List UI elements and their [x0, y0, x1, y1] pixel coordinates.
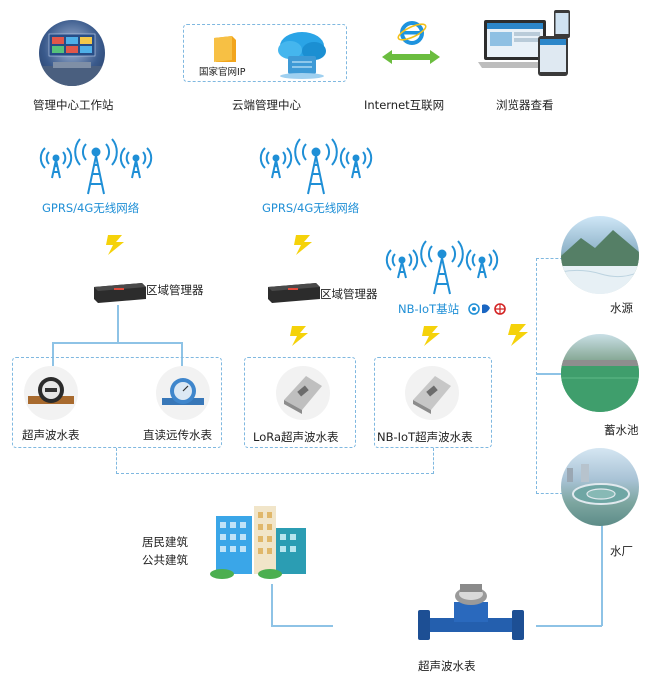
- building-connector-h: [271, 625, 333, 627]
- public-building-label: 公共建筑: [142, 553, 188, 567]
- workstation-image: [39, 20, 105, 86]
- meter-connector-h: [536, 625, 602, 627]
- nbiot-meter-icon: [413, 376, 451, 414]
- region-manager-mid-label: 区域管理器: [320, 287, 378, 301]
- direct-read-meter-icon: [162, 378, 204, 405]
- reservoir-icon: [561, 360, 639, 412]
- browser-devices-icon: [478, 10, 570, 76]
- lora-meter-image: [276, 366, 330, 420]
- nbiot-meter-label: NB-IoT超声波水表: [377, 430, 473, 444]
- water-plant-image: [561, 448, 639, 526]
- national-ip-icon: [214, 36, 236, 62]
- lightning-icon-mid: [294, 235, 312, 255]
- source-connector-mid: [536, 373, 562, 375]
- monitor-wall-icon: [39, 33, 105, 86]
- reservoir-label: 蓄水池: [604, 423, 639, 437]
- lightning-icon-nbiot-lower: [422, 326, 440, 346]
- water-source-icon: [561, 230, 639, 294]
- gprs-tower-left-icon: [39, 138, 153, 195]
- carrier-logos-icon: [468, 303, 506, 315]
- internet-label: Internet互联网: [364, 98, 445, 112]
- double-arrow-icon: [382, 50, 440, 64]
- region-manager-left-icon: [94, 283, 146, 303]
- internet-explorer-icon: [397, 21, 427, 45]
- region-manager-left-label: 区域管理器: [146, 283, 204, 297]
- cloud-center-box: [183, 24, 347, 82]
- connector-left-meter1: [52, 342, 54, 366]
- buildings-icon: [210, 506, 306, 579]
- direct-read-meter-image: [156, 366, 210, 420]
- reservoir-image: [561, 334, 639, 412]
- cloud-center-label: 云端管理中心: [232, 98, 301, 112]
- bottom-ultrasonic-meter-label: 超声波水表: [418, 659, 476, 673]
- lora-meter-label: LoRa超声波水表: [253, 430, 339, 444]
- nbiot-tower-icon: [385, 240, 499, 295]
- lightning-icon-mid-lower: [290, 326, 308, 346]
- building-connector-v: [271, 584, 273, 626]
- connector-left-manager-v: [117, 305, 119, 342]
- ultrasonic-meter-label: 超声波水表: [22, 428, 80, 442]
- meter-group-nbiot-box: [374, 357, 492, 448]
- browser-label: 浏览器查看: [496, 98, 554, 112]
- direct-read-meter-label: 直读远传水表: [143, 428, 212, 442]
- nbiot-label: NB-IoT基站: [398, 302, 460, 316]
- meter-group-left-box: [12, 357, 222, 448]
- water-source-label: 水源: [610, 301, 633, 315]
- gprs-left-label: GPRS/4G无线网络: [42, 201, 140, 215]
- ultrasonic-meter-icon: [28, 377, 74, 404]
- water-plant-icon: [567, 464, 630, 505]
- national-ip-label: 国家官网IP: [199, 67, 246, 78]
- workstation-label: 管理中心工作站: [33, 98, 114, 112]
- lightning-icon-left: [106, 235, 124, 255]
- region-manager-mid-icon: [268, 283, 320, 303]
- gprs-tower-mid-icon: [259, 138, 373, 195]
- water-plant-label: 水厂: [610, 544, 633, 558]
- lora-meter-icon: [284, 376, 322, 414]
- gprs-mid-label: GPRS/4G无线网络: [262, 201, 360, 215]
- source-dashed-bracket: [536, 258, 568, 494]
- ultrasonic-meter-image: [24, 366, 78, 420]
- connector-left-manager-h: [52, 342, 182, 344]
- bus-bottom-dashed: [116, 448, 434, 474]
- residential-building-label: 居民建筑: [142, 535, 188, 549]
- connector-left-meter2: [181, 342, 183, 366]
- nbiot-meter-image: [405, 366, 459, 420]
- bottom-ultrasonic-meter-icon: [418, 584, 524, 640]
- lightning-icon-nbiot-right: [508, 324, 528, 346]
- cloud-server-icon: [278, 32, 326, 79]
- meter-group-lora-box: [244, 357, 356, 448]
- source-connector-v: [601, 522, 603, 626]
- water-source-image: [561, 216, 639, 294]
